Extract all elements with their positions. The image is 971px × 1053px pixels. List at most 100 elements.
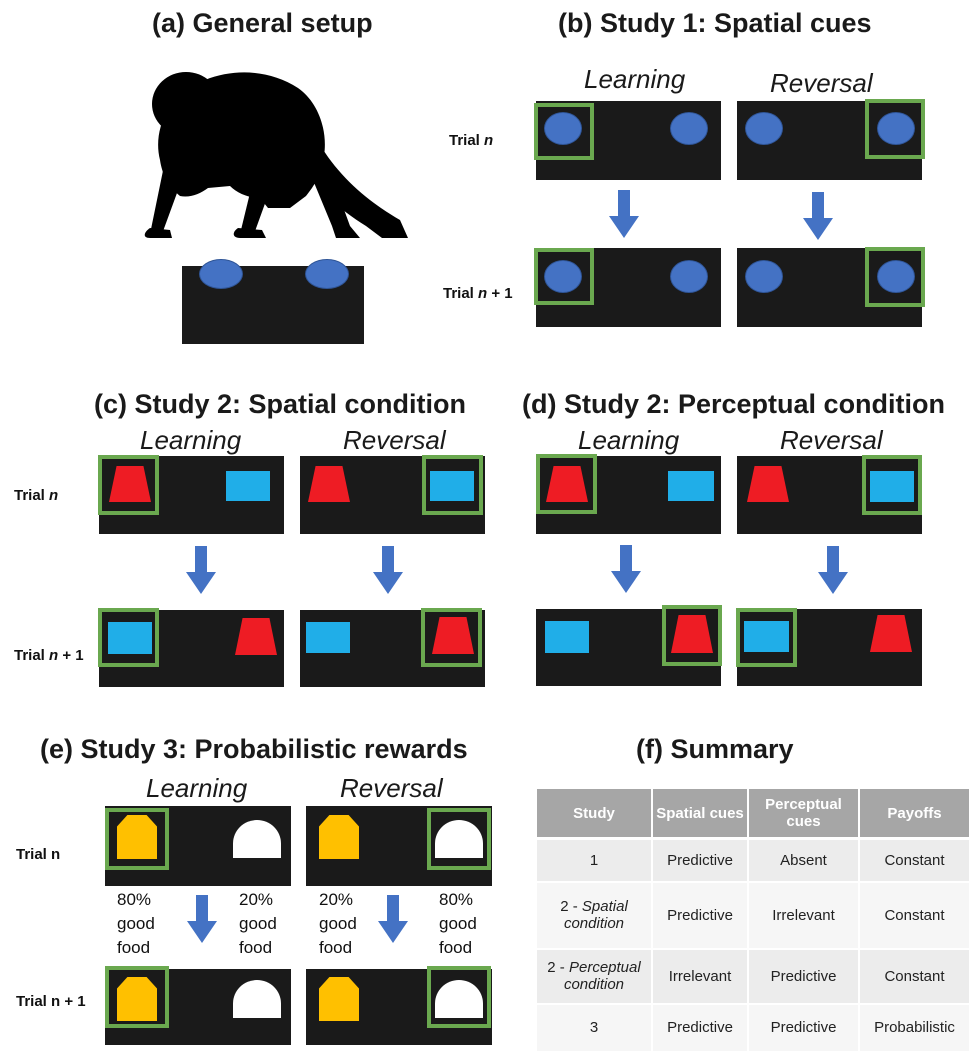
panel-e-row-trial-n: Trial n [16,846,61,863]
yellow-stimulus [117,815,157,859]
study-cell: 2 - Perceptual condition [537,948,653,1005]
panel-d-title: (d) Study 2: Perceptual condition [522,389,946,419]
correct-choice-highlight [736,608,797,667]
table-row: 3 Predictive Predictive Probabilistic [537,1003,971,1053]
down-arrow-icon [818,546,848,594]
red-trapezoid-stimulus [432,617,474,654]
blue-square-stimulus [226,471,270,501]
study-cell: 1 [537,838,653,883]
down-arrow-icon [373,546,403,594]
spatial-cell: Predictive [652,881,749,950]
correct-choice-highlight [534,248,594,305]
correct-choice-highlight [421,608,482,667]
table-row: 2 - Perceptual condition Irrelevant Pred… [537,948,971,1005]
payoffs-cell: Constant [859,948,971,1005]
panel-c-row-trial-n-plus-1: Trial n + 1 [14,647,84,664]
panel-c-reversal-label: Reversal [343,425,446,455]
header-study: Study [537,789,653,840]
red-trapezoid-stimulus [235,618,277,655]
oval-cue [544,112,582,145]
oval-cue [745,112,783,145]
blue-square-stimulus [545,621,589,653]
panel-c-row-trial-n: Trial n [14,487,59,504]
spatial-cell: Predictive [652,838,749,883]
oval-cue [745,260,783,293]
table-row: 2 - Spatial condition Predictive Irrelev… [537,881,971,950]
header-payoffs: Payoffs [859,789,971,840]
panel-e-title: (e) Study 3: Probabilistic rewards [40,734,468,764]
red-trapezoid-stimulus [870,615,912,652]
white-dome-stimulus [435,820,483,858]
header-spatial-cues: Spatial cues [652,789,749,840]
red-trapezoid-stimulus [546,466,588,502]
blue-square-stimulus [430,471,474,501]
blue-square-stimulus [108,622,152,654]
chimpanzee-silhouette-icon [144,72,408,238]
white-dome-stimulus [435,980,483,1018]
down-arrow-icon [609,190,639,238]
blue-square-stimulus [744,621,789,652]
correct-choice-highlight [427,808,491,870]
header-perceptual-cues: Perceptual cues [748,789,860,840]
perceptual-cell: Absent [748,838,860,883]
white-dome-stimulus [233,980,281,1018]
yellow-stimulus [319,815,359,859]
panel-f-title: (f) Summary [636,734,794,764]
oval-cue [877,260,915,293]
oval-cue [877,112,915,145]
spatial-cell: Predictive [652,1003,749,1053]
correct-choice-highlight [98,608,159,667]
panel-b-row-trial-n-plus-1: Trial n + 1 [443,285,513,302]
blue-square-stimulus [306,622,350,653]
red-trapezoid-stimulus [671,615,713,653]
down-arrow-icon [186,546,216,594]
correct-choice-highlight [534,103,594,160]
correct-choice-highlight [105,966,169,1028]
summary-table: Study Spatial cues Perceptual cues Payof… [537,789,971,1053]
yellow-stimulus [117,977,157,1021]
down-arrow-icon [803,192,833,240]
panel-a-title: (a) General setup [152,8,373,38]
white-dome-stimulus [233,820,281,858]
correct-choice-highlight [865,99,925,159]
oval-cue [544,260,582,293]
right-oval-cue [305,259,349,289]
correct-choice-highlight [536,454,597,514]
payoffs-cell: Constant [859,881,971,950]
perceptual-cell: Irrelevant [748,881,860,950]
correct-choice-highlight [98,455,159,515]
blue-square-stimulus [870,471,914,502]
red-trapezoid-stimulus [747,466,789,502]
correct-choice-highlight [105,808,169,870]
panel-d-learning-label: Learning [578,425,680,455]
panel-c-title: (c) Study 2: Spatial condition [94,389,467,419]
panel-e-reversal-label: Reversal [340,773,443,803]
spatial-cell: Irrelevant [652,948,749,1005]
panel-e-learning-label: Learning [146,773,248,803]
study-cell: 3 [537,1003,653,1053]
panel-b-learning-label: Learning [584,64,686,94]
panel-b-title: (b) Study 1: Spatial cues [558,8,872,38]
oval-cue [670,260,708,293]
panel-e-row-trial-n-plus-1: Trial n + 1 [16,993,86,1010]
correct-choice-highlight [422,455,483,515]
down-arrow-icon [611,545,641,593]
red-trapezoid-stimulus [308,466,350,502]
correct-choice-highlight [862,455,922,515]
panel-c-learning-label: Learning [140,425,242,455]
panel-b-row-trial-n: Trial n [449,132,494,149]
payoffs-cell: Probabilistic [859,1003,971,1053]
panel-d-reversal-label: Reversal [780,425,883,455]
down-arrow-icon [378,895,408,943]
panel-b-reversal-label: Reversal [770,68,873,98]
payoffs-cell: Constant [859,838,971,883]
study-cell: 2 - Spatial condition [537,881,653,950]
yellow-stimulus [319,977,359,1021]
perceptual-cell: Predictive [748,948,860,1005]
correct-choice-highlight [865,247,925,307]
down-arrow-icon [187,895,217,943]
